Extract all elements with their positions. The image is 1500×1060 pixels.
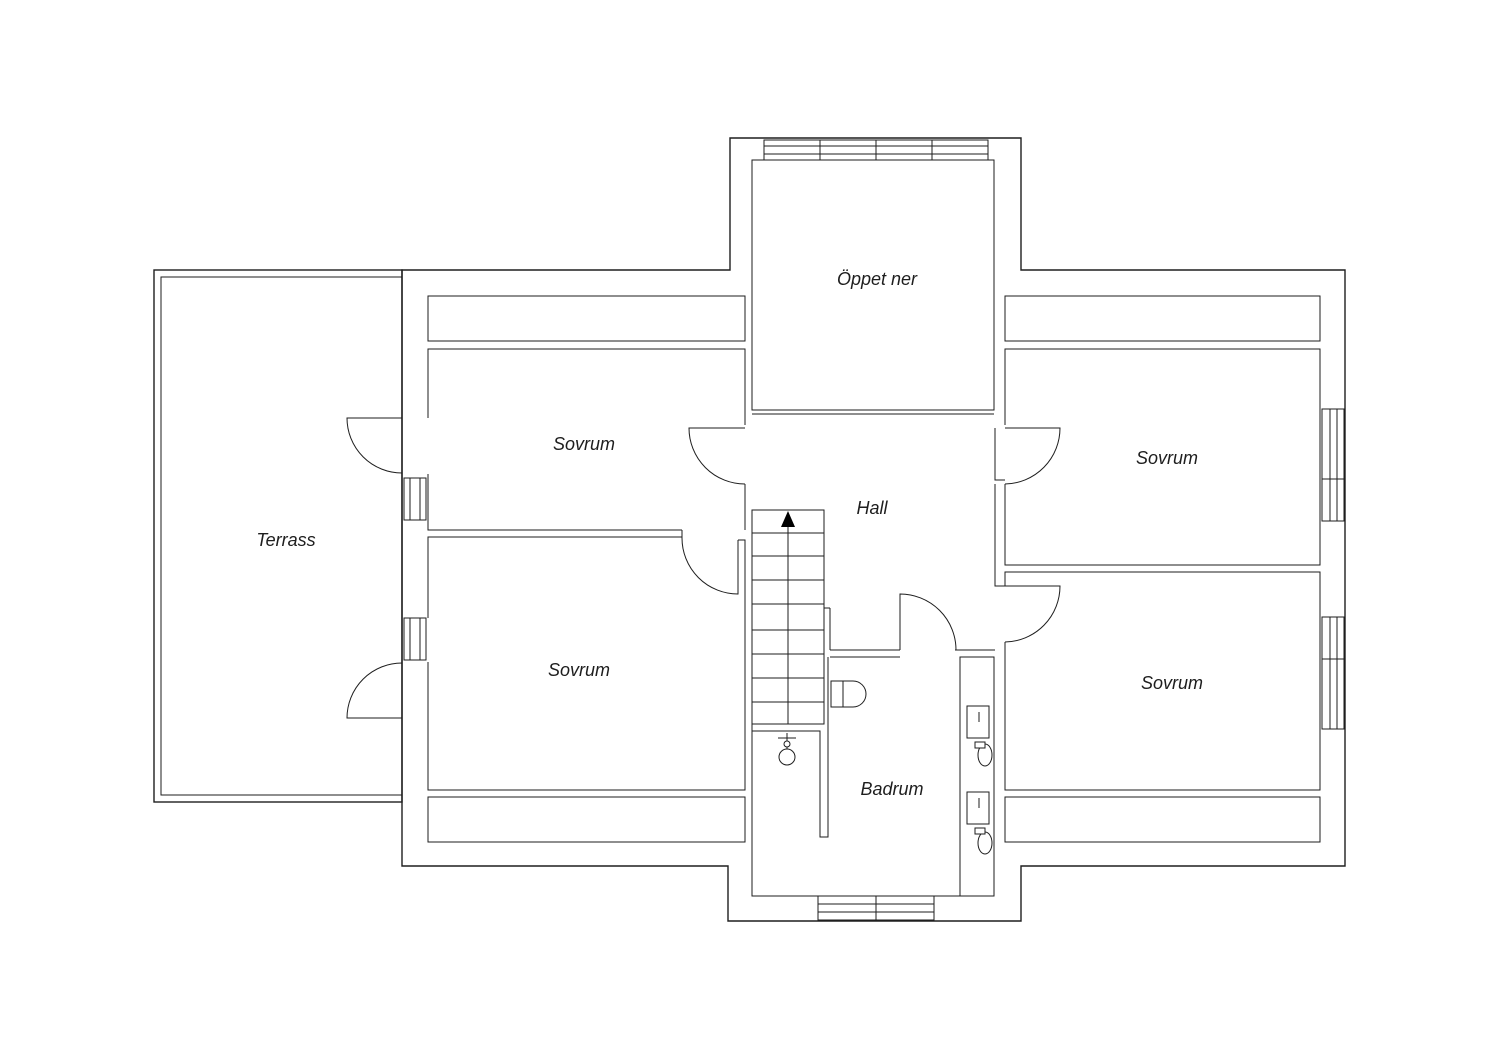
bathroom-fixtures bbox=[778, 680, 993, 855]
label-bathroom: Badrum bbox=[860, 779, 923, 799]
label-open-below: Öppet ner bbox=[837, 269, 918, 289]
label-terrace: Terrass bbox=[256, 530, 315, 550]
label-bedroom-nw: Sovrum bbox=[553, 434, 615, 454]
doors bbox=[346, 417, 1061, 719]
staircase bbox=[752, 511, 824, 724]
label-bedroom-sw: Sovrum bbox=[548, 660, 610, 680]
windows bbox=[403, 139, 1345, 921]
stair-arrow-icon bbox=[781, 511, 795, 527]
toilet-icon bbox=[830, 680, 867, 708]
storage-strips bbox=[427, 295, 1321, 843]
label-bedroom-se: Sovrum bbox=[1141, 673, 1203, 693]
room-labels: Öppet ner Sovrum Sovrum Sovrum Sovrum Ha… bbox=[256, 269, 1203, 799]
sink-icon bbox=[966, 791, 993, 855]
label-bedroom-ne: Sovrum bbox=[1136, 448, 1198, 468]
label-hall: Hall bbox=[856, 498, 888, 518]
shower-icon bbox=[778, 733, 796, 766]
sink-icon bbox=[966, 705, 993, 767]
terrace-outline bbox=[153, 269, 403, 803]
